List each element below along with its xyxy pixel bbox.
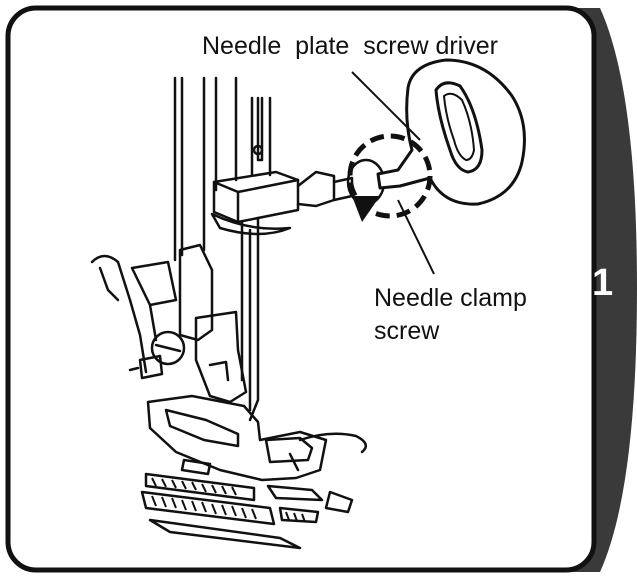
label-needle-plate-screw-driver: Needle plate screw driver (202, 32, 498, 60)
sewing-machine-presser-foot-illustration (90, 76, 386, 550)
clamp-screw-highlight (347, 133, 433, 219)
screwdriver-icon (376, 58, 526, 206)
page-number: 1 (592, 262, 614, 304)
leader-line-clamp-screw (397, 199, 435, 275)
rotation-arrow-icon (352, 196, 380, 222)
leader-line-screwdriver (351, 71, 421, 141)
label-needle-clamp-screw-line1: Needle clamp (374, 284, 527, 312)
feed-dog-teeth (151, 477, 306, 523)
label-needle-clamp-screw-line2: screw (374, 317, 440, 345)
